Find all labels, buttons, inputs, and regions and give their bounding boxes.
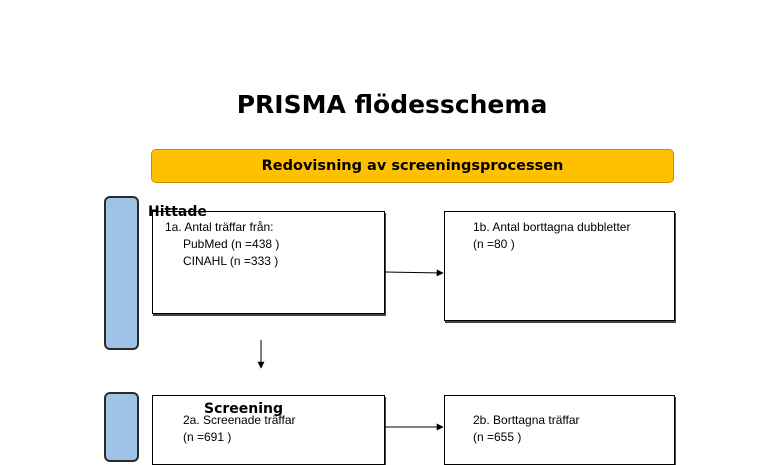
box-1b-line-1: 1b. Antal borttagna dubbletter xyxy=(473,220,631,234)
arrow-1a-to-1b xyxy=(384,269,444,277)
box-1a-line-3: CINAHL (n =333 ) xyxy=(183,254,279,268)
box-1b-duplicates-removed: 1b. Antal borttagna dubbletter (n =80 ) xyxy=(444,211,675,321)
page-title: PRISMA flödesschema xyxy=(236,90,548,119)
process-banner: Redovisning av screeningsprocessen xyxy=(151,149,674,183)
box-1a-records-identified: 1a. Antal träffar från: PubMed (n =438 )… xyxy=(152,211,385,314)
stage-label-screening: Screening xyxy=(204,401,284,417)
box-2b-line-1: 2b. Borttagna träffar xyxy=(473,413,580,427)
banner-label: Redovisning av screeningsprocessen xyxy=(261,158,564,174)
box-2a-line-1: 2a. Screenade träffar xyxy=(183,413,296,427)
stage-label-hittade: Hittade xyxy=(148,204,207,220)
box-1a-line-2: PubMed (n =438 ) xyxy=(183,237,280,251)
connectors xyxy=(257,269,444,431)
box-1a-text: 1a. Antal träffar från: PubMed (n =438 )… xyxy=(165,219,279,270)
box-1b-text: 1b. Antal borttagna dubbletter (n =80 ) xyxy=(473,219,630,253)
box-1b-line-2: (n =80 ) xyxy=(473,237,515,251)
box-1a-line-1: 1a. Antal träffar från: xyxy=(165,220,274,234)
stage-bar-hittade xyxy=(104,196,139,350)
